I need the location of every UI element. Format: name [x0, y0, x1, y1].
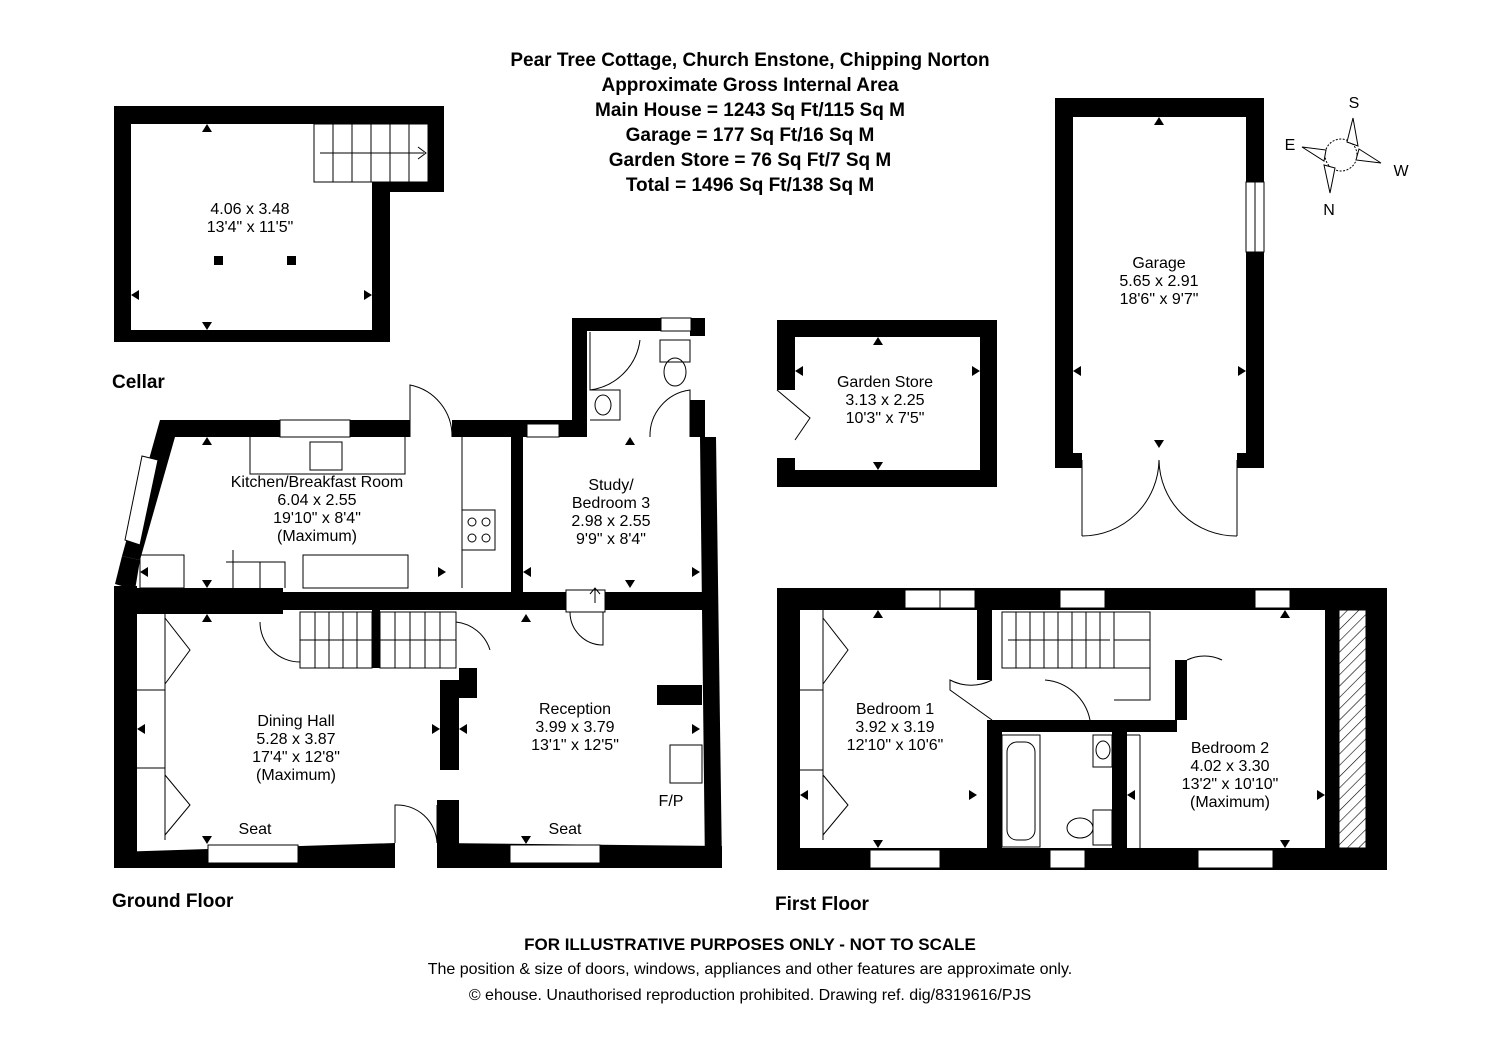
reception-name: Reception: [538, 701, 612, 718]
area-total: Total = 1496 Sq Ft/138 Sq M: [625, 175, 875, 196]
compass-west-label: W: [1393, 163, 1409, 180]
compass-rose: [1301, 117, 1382, 194]
reception-dimensions-imperial: 13'1" x 12'5": [531, 737, 619, 754]
ground-floor-plan: [114, 317, 722, 868]
garage-dimensions-metric: 5.65 x 2.91: [1119, 273, 1199, 290]
cellar-wall-notch: [131, 195, 146, 255]
floor-label-cellar: Cellar: [112, 372, 165, 393]
fireplace-label: F/P: [658, 793, 684, 810]
garage-doors: [1081, 459, 1238, 537]
garage-plan: [1055, 98, 1265, 537]
compass-south-label: S: [1348, 95, 1360, 112]
dining-hall-dimensions-imperial: 17'4" x 12'8": [252, 749, 340, 766]
plan-title: Pear Tree Cottage, Church Enstone, Chipp…: [510, 50, 990, 71]
cellar-dimensions-imperial: 13'4" x 11'5": [206, 219, 294, 236]
garden-store-dimensions-imperial: 10'3" x 7'5": [845, 410, 925, 427]
dining-hall-maximum-note: (Maximum): [256, 767, 336, 784]
bedroom-1-name: Bedroom 1: [855, 701, 935, 718]
garage-dimension-arrows: [1073, 117, 1246, 448]
dining-cupboards: [137, 612, 438, 844]
garden-store-dimension-arrows: [795, 337, 980, 470]
garden-store-dimensions-metric: 3.13 x 2.25: [845, 392, 925, 409]
study-name-line1: Study/: [588, 477, 634, 494]
cellar-stairs: [313, 123, 429, 183]
cellar-pillar: [287, 256, 296, 265]
bedroom-2-maximum-note: (Maximum): [1190, 794, 1270, 811]
cellar-dimensions-metric: 4.06 x 3.48: [210, 201, 290, 218]
study-name-line2: Bedroom 3: [571, 495, 651, 512]
bedroom-2-dimensions-metric: 4.02 x 3.30: [1190, 758, 1270, 775]
kitchen-maximum-note: (Maximum): [277, 528, 357, 545]
area-garden-store: Garden Store = 76 Sq Ft/7 Sq M: [608, 150, 892, 171]
area-garage: Garage = 177 Sq Ft/16 Sq M: [625, 125, 875, 146]
garage-name: Garage: [1132, 255, 1186, 272]
first-floor-dimension-arrows: [800, 610, 1325, 848]
kitchen-name: Kitchen/Breakfast Room: [230, 474, 404, 491]
kitchen-dimensions-imperial: 19'10" x 8'4": [273, 510, 361, 527]
first-floor-windows: [869, 589, 1291, 869]
bedroom-1-dimensions-imperial: 12'10" x 10'6": [846, 737, 944, 754]
garden-store-walls: [777, 320, 997, 487]
compass-north-label: N: [1323, 202, 1335, 219]
study-door: [565, 587, 606, 646]
reception-seat-label: Seat: [548, 821, 582, 838]
garden-store-plan: [776, 320, 997, 487]
cellar-pillar: [214, 256, 223, 265]
kitchen-dimensions-metric: 6.04 x 2.55: [277, 492, 357, 509]
dining-hall-dimensions-metric: 5.28 x 3.87: [256, 731, 336, 748]
study-dimensions-metric: 2.98 x 2.55: [571, 513, 651, 530]
first-floor-fittings: [800, 610, 1223, 848]
fireplace-hearth: [669, 744, 703, 784]
cellar-plan: [114, 106, 444, 342]
area-heading: Approximate Gross Internal Area: [601, 75, 899, 96]
garden-store-name: Garden Store: [836, 374, 934, 391]
dining-hall-seat-label: Seat: [238, 821, 272, 838]
garden-store-door-swing: [776, 389, 811, 441]
ground-floor-dimension-arrows: [137, 437, 700, 844]
approximation-note: The position & size of doors, windows, a…: [427, 961, 1073, 978]
chimney-hatch: [1338, 609, 1367, 849]
bedroom-2-dimensions-imperial: 13'2" x 10'10": [1181, 776, 1279, 793]
kitchen-fittings: [139, 437, 496, 589]
disclaimer: FOR ILLUSTRATIVE PURPOSES ONLY - NOT TO …: [524, 935, 976, 954]
cellar-dimension-arrows: [131, 124, 372, 330]
compass-east-label: E: [1284, 137, 1296, 154]
copyright-note: © ehouse. Unauthorised reproduction proh…: [468, 987, 1032, 1004]
reception-dimensions-metric: 3.99 x 3.79: [535, 719, 615, 736]
floor-label-first: First Floor: [775, 894, 869, 915]
garage-dimensions-imperial: 18'6" x 9'7": [1119, 291, 1199, 308]
first-floor-plan: [777, 588, 1387, 870]
ground-floor-walls: [114, 318, 722, 868]
bedroom-2-name: Bedroom 2: [1190, 740, 1270, 757]
kitchen-door-swing: [409, 384, 453, 438]
ground-floor-stairs: [259, 611, 491, 669]
study-dimensions-imperial: 9'9" x 8'4": [576, 531, 646, 548]
ground-floor-windows: [124, 317, 692, 864]
area-main-house: Main House = 1243 Sq Ft/115 Sq M: [595, 100, 905, 121]
dining-hall-name: Dining Hall: [257, 713, 335, 730]
cellar-walls: [114, 106, 444, 342]
bedroom-1-dimensions-metric: 3.92 x 3.19: [855, 719, 935, 736]
floor-label-ground: Ground Floor: [112, 891, 234, 912]
wc-fittings: [589, 332, 691, 438]
